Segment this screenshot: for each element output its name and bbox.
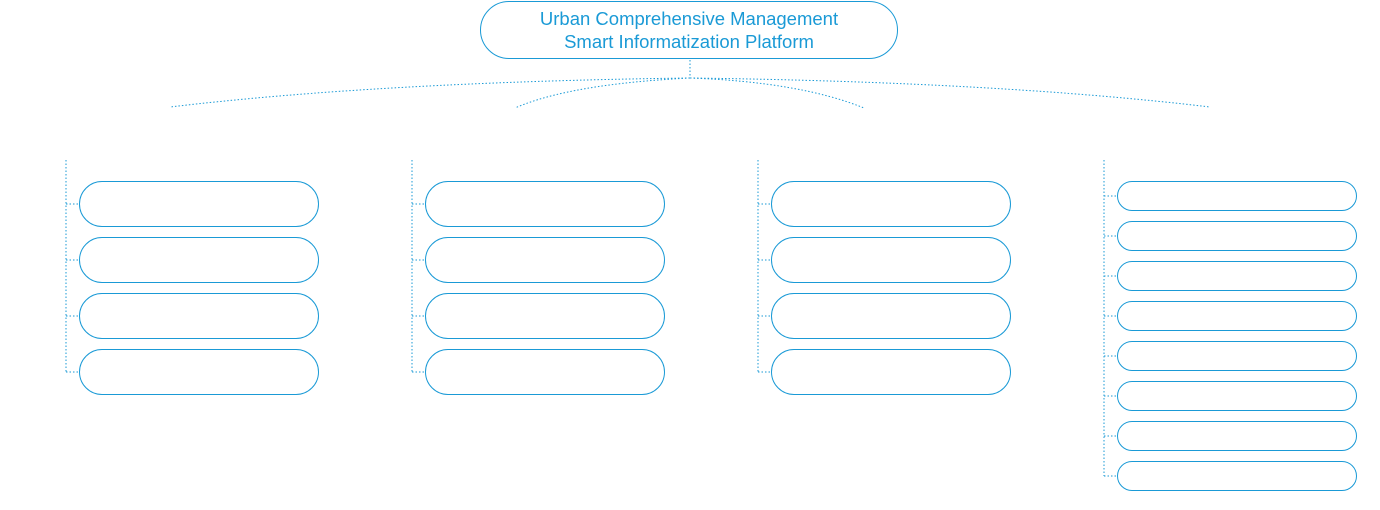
arc-to-branch-2: [514, 77, 691, 109]
branch-4-item-6: [1117, 381, 1357, 411]
branch-1-item-1: [79, 181, 319, 227]
branch-2-item-2: [425, 237, 665, 283]
branch-2-item-1: [425, 181, 665, 227]
branch-2-item-4: [425, 349, 665, 395]
branch-4-item-2: [1117, 221, 1357, 251]
arc-to-branch-1: [169, 77, 691, 108]
branch-4-item-1: [1117, 181, 1357, 211]
branch-3-item-4: [771, 349, 1011, 395]
branch-3-item-1: [771, 181, 1011, 227]
branch-4-item-8: [1117, 461, 1357, 491]
branch-2-item-3: [425, 293, 665, 339]
branch-4-item-5: [1117, 341, 1357, 371]
branch-3-item-2: [771, 237, 1011, 283]
branch-1-item-2: [79, 237, 319, 283]
root-node: Urban Comprehensive Management Smart Inf…: [480, 1, 898, 59]
root-title-line2: Smart Informatization Platform: [564, 31, 814, 52]
arc-to-branch-3: [689, 77, 865, 109]
branch-4-item-4: [1117, 301, 1357, 331]
branch-3-item-3: [771, 293, 1011, 339]
branch-4-item-3: [1117, 261, 1357, 291]
arc-to-branch-4: [689, 77, 1211, 108]
branch-1-item-4: [79, 349, 319, 395]
branch-4-item-7: [1117, 421, 1357, 451]
branch-1-item-3: [79, 293, 319, 339]
root-title-line1: Urban Comprehensive Management: [539, 8, 839, 29]
